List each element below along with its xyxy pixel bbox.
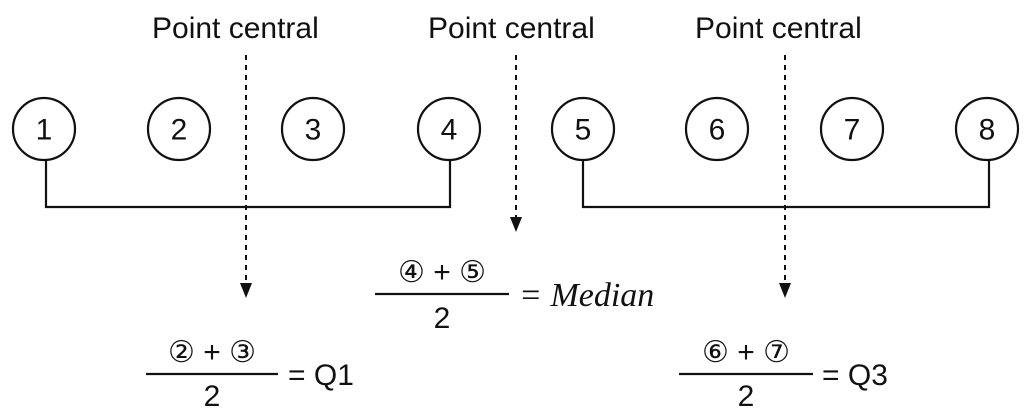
q3-denominator: 2 bbox=[738, 380, 755, 412]
median-numerator: ④ + ⑤ bbox=[398, 256, 486, 289]
data-node-4: 4 bbox=[416, 96, 482, 162]
data-node-label: 2 bbox=[171, 114, 188, 147]
q3-numerator: ⑥ + ⑦ bbox=[702, 336, 790, 369]
data-node-label: 4 bbox=[441, 114, 458, 147]
data-node-label: 6 bbox=[709, 114, 726, 147]
data-node-label: 1 bbox=[36, 114, 53, 147]
data-node-label: 8 bbox=[979, 114, 996, 147]
central-point-label-middle: Point central bbox=[428, 12, 595, 45]
data-node-label: 7 bbox=[844, 114, 861, 147]
median-denominator: 2 bbox=[434, 302, 451, 335]
data-node-6: 6 bbox=[684, 96, 750, 162]
data-node-label: 3 bbox=[305, 114, 322, 147]
arrow-head-q1 bbox=[240, 283, 252, 298]
data-node-1: 1 bbox=[11, 96, 77, 162]
data-node-8: 8 bbox=[954, 96, 1020, 162]
data-node-7: 7 bbox=[819, 96, 885, 162]
q1-numerator: ② + ③ bbox=[168, 336, 256, 369]
data-node-3: 3 bbox=[280, 96, 346, 162]
data-node-label: 5 bbox=[575, 114, 592, 147]
central-point-label-left: Point central bbox=[152, 12, 319, 45]
median-formula: ④ + ⑤ 2 = Median bbox=[375, 256, 654, 335]
bracket-lower-half bbox=[44, 160, 452, 209]
q1-result: = Q1 bbox=[288, 359, 354, 392]
data-node-2: 2 bbox=[146, 96, 212, 162]
median-result: = Median bbox=[519, 277, 654, 314]
q3-formula: ⑥ + ⑦ 2 = Q3 bbox=[679, 336, 888, 412]
arrow-head-q3 bbox=[779, 283, 791, 298]
central-point-label-right: Point central bbox=[695, 12, 862, 45]
arrow-head-median bbox=[510, 217, 522, 232]
data-node-5: 5 bbox=[550, 96, 616, 162]
q1-denominator: 2 bbox=[204, 380, 221, 412]
q1-formula: ② + ③ 2 = Q1 bbox=[146, 336, 354, 412]
q3-result: = Q3 bbox=[822, 359, 888, 392]
